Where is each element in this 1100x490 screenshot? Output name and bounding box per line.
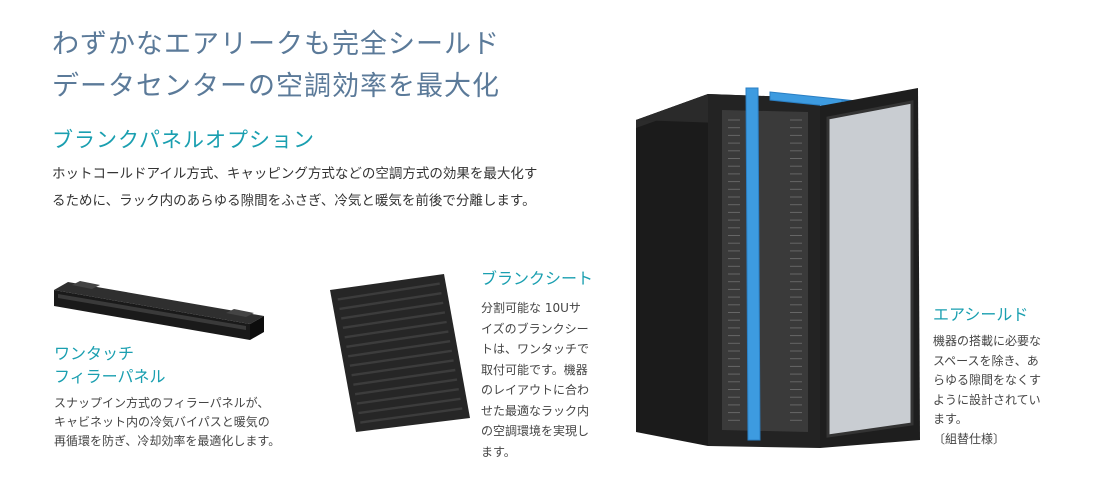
- sheet-ridge: [339, 292, 442, 311]
- filler-title-line: ワンタッチ: [54, 344, 135, 363]
- intro-line: るために、ラック内のあらゆる隙間をふさぎ、冷気と暖気を前後で分離します。: [52, 193, 536, 209]
- desc-line: せた最適なラック内: [481, 403, 590, 418]
- sheet-ridge: [351, 359, 454, 377]
- filler-panel-description: スナップイン方式のフィラーパネルが、 キャビネット内の冷気バイパスと暖気の 再循…: [54, 394, 280, 451]
- desc-line: キャビネット内の冷気バイパスと暖気の: [54, 415, 270, 429]
- sheet-ridge: [349, 349, 453, 367]
- desc-line: スナップイン方式のフィラーパネルが、: [54, 396, 270, 410]
- sheet-ridge: [360, 407, 463, 424]
- desc-line: の空調環境を実現し: [481, 424, 590, 438]
- desc-line: 再循環を防ぎ、冷却効率を最適化します。: [54, 434, 281, 448]
- filler-panel-title: ワンタッチ フィラーパネル: [54, 342, 280, 388]
- desc-line: 分割可能な 10Uサ: [481, 301, 581, 315]
- headline-line-2: データセンターの空調効率を最大化: [52, 71, 500, 102]
- desc-line: スペースを除き、あ: [933, 353, 1039, 368]
- filler-title-line: フィラーパネル: [54, 367, 166, 386]
- desc-line: イズのブランクシー: [481, 321, 589, 336]
- filler-panel-image: [54, 281, 264, 340]
- desc-line: ます。: [481, 444, 516, 459]
- intro-line: ホットコールドアイル方式、キャッピング方式などの空調方式の効果を最大化す: [52, 166, 538, 182]
- blank-sheet-image: [330, 274, 470, 432]
- sheet-ridge: [347, 340, 451, 358]
- sheet-ridge: [337, 282, 440, 301]
- sheet-ridge: [346, 330, 449, 348]
- section-intro: ホットコールドアイル方式、キャッピング方式などの空調方式の効果を最大化す るため…: [52, 161, 612, 215]
- desc-line: ます。: [933, 412, 968, 426]
- filler-panel-info: ワンタッチ フィラーパネル スナップイン方式のフィラーパネルが、 キャビネット内…: [54, 342, 280, 451]
- sheet-ridge: [358, 397, 461, 415]
- air-shield-description: 機器の搭載に必要な スペースを除き、あ らゆる隙間をなくす ように設計されてい …: [933, 332, 1041, 449]
- sheet-ridge: [341, 301, 444, 320]
- headline: わずかなエアリークも完全シールド データセンターの空調効率を最大化: [52, 24, 500, 108]
- air-shield-title: エアシールド: [933, 305, 1029, 324]
- sheet-ridge: [342, 311, 446, 330]
- desc-line: トは、ワンタッチで: [481, 342, 590, 356]
- server-rack-image: [636, 87, 920, 448]
- headline-line-1: わずかなエアリークも完全シールド: [52, 29, 500, 60]
- sheet-ridge: [354, 378, 458, 396]
- air-shield-info: エアシールド 機器の搭載に必要な スペースを除き、あ らゆる隙間をなくす ように…: [933, 303, 1041, 449]
- blank-sheet-title: ブランクシート: [481, 269, 594, 288]
- desc-line: らゆる隙間をなくす: [933, 373, 1042, 387]
- section-title: ブランクパネルオプション: [52, 128, 315, 152]
- sheet-ridge: [356, 388, 459, 405]
- desc-line: 〔組替仕様〕: [933, 431, 1006, 446]
- blank-sheet-info: ブランクシート 分割可能な 10Uサ イズのブランクシー トは、ワンタッチで 取…: [481, 267, 593, 462]
- desc-line: ように設計されてい: [933, 392, 1041, 407]
- blank-sheet-description: 分割可能な 10Uサ イズのブランクシー トは、ワンタッチで 取付可能です。機器…: [481, 298, 593, 462]
- desc-line: 機器の搭載に必要な: [933, 334, 1042, 348]
- desc-line: 取付可能です。機器: [481, 362, 588, 377]
- desc-line: のレイアウトに合わ: [481, 383, 590, 397]
- sheet-ridge: [344, 320, 447, 339]
- sheet-ridge: [353, 368, 456, 386]
